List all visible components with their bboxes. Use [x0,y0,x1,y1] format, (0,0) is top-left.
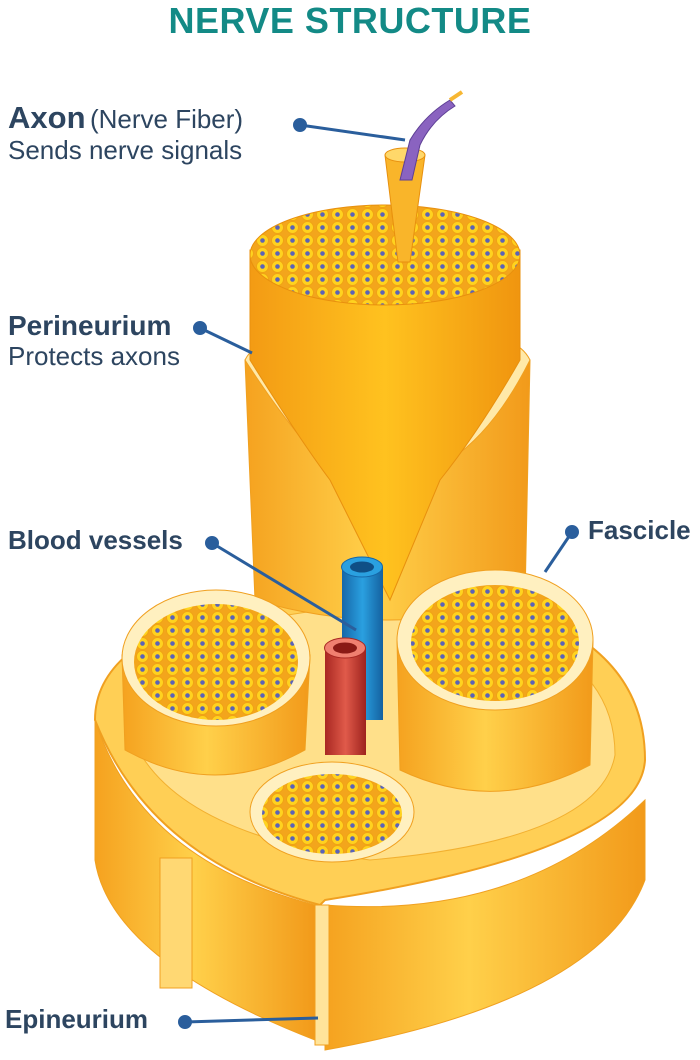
axon-description: Sends nerve signals [8,134,243,165]
perineurium-label: Perineurium Protects axons [8,310,180,372]
epineurium-name: Epineurium [5,1004,149,1034]
axon-bundle [249,204,521,602]
fascicle-bottom [249,761,415,863]
blood-vessels [324,556,383,755]
fascicle-right [396,569,594,792]
blood-vessels-leader [211,541,357,632]
perineurium-description: Protects axons [8,341,180,372]
axon [384,90,464,263]
blood-vessels-name: Blood vessels [8,525,183,555]
axon-aside: (Nerve Fiber) [89,104,244,134]
fascicle-label: Fascicle [588,515,691,546]
axon-leader [299,123,406,142]
axon-name: Axon [8,100,86,135]
blood-vessels-label: Blood vessels [8,525,183,556]
perineurium-leader [199,326,253,355]
fascicle-leader [543,531,574,573]
perineurium-name: Perineurium [8,310,172,341]
fascicle-left [121,589,311,776]
diagram-title: NERVE STRUCTURE [168,0,532,41]
epineurium-label: Epineurium [5,1004,149,1035]
axon-label: Axon (Nerve Fiber) Sends nerve signals [8,100,243,166]
fascicle-name: Fascicle [588,515,691,545]
epineurium-leader [184,1016,319,1024]
leader-lines [178,118,579,1029]
